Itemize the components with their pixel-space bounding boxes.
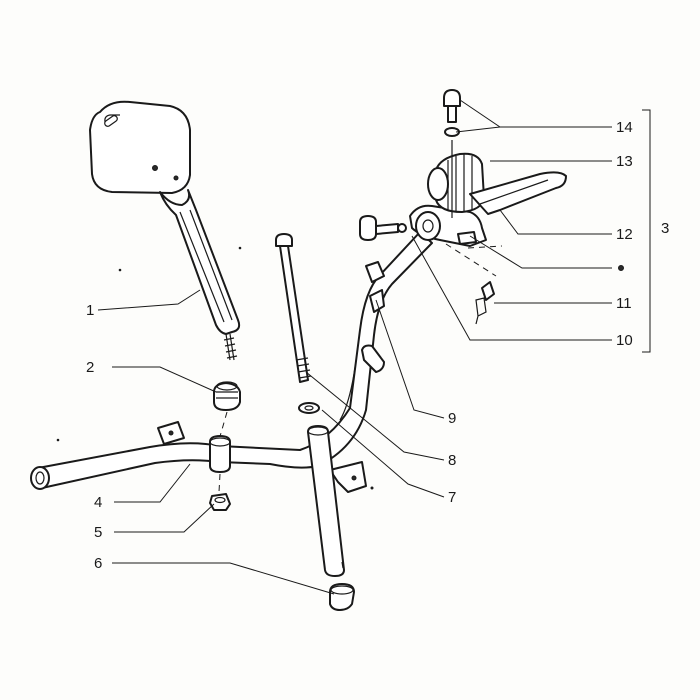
- mount-bracket: [329, 461, 367, 493]
- callout-2: 2: [86, 359, 94, 376]
- callout-12: 12: [616, 226, 633, 243]
- spring-nut: [213, 381, 241, 411]
- long-bolt: [275, 233, 312, 383]
- callout-5: 5: [94, 524, 102, 541]
- end-cap: [329, 583, 355, 611]
- callout-3: 3: [661, 220, 669, 237]
- washer: [298, 402, 320, 414]
- vertical-tube: [307, 425, 345, 577]
- callout-6: 6: [94, 555, 102, 572]
- callout-9: 9: [448, 410, 456, 427]
- callout-13: 13: [616, 153, 633, 170]
- clip: [365, 261, 385, 313]
- callout-11: 11: [616, 295, 632, 312]
- callout-10: 10: [616, 332, 633, 349]
- lever-assembly: [359, 89, 567, 325]
- tube-bracket: [157, 421, 185, 445]
- small-sleeve: [361, 344, 385, 373]
- nut: [209, 493, 231, 511]
- callout-8: 8: [448, 452, 456, 469]
- callout-1: 1: [86, 302, 94, 319]
- callout-14: 14: [616, 119, 633, 136]
- callout-7: 7: [448, 489, 456, 506]
- mirror: [89, 100, 241, 361]
- spacer-sleeve: [209, 435, 231, 473]
- callout-4: 4: [94, 494, 102, 511]
